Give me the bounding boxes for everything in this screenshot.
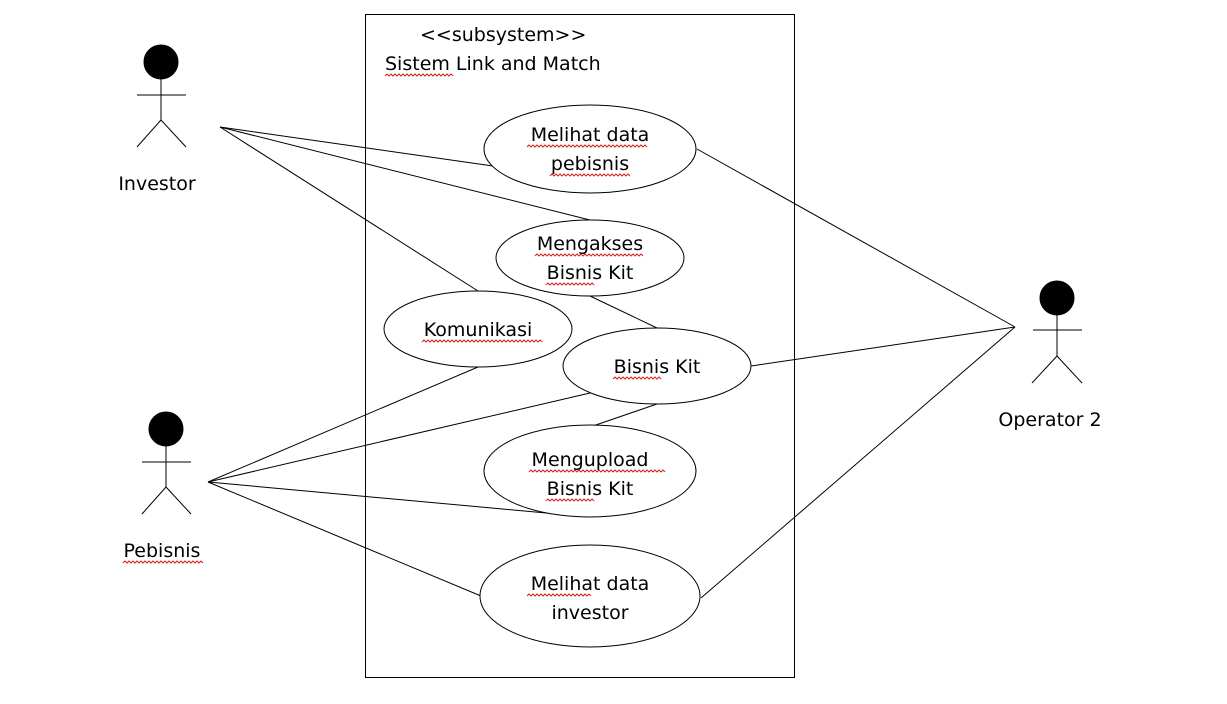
spellcheck-underline — [122, 560, 204, 564]
actor-label-pebisnis: Pebisnis — [124, 540, 201, 562]
subsystem-title: Sistem Link and Match — [385, 53, 601, 75]
associations — [207, 126, 1016, 599]
spellcheck-underline — [534, 253, 644, 257]
use-case-label-line-1: Melihat data — [531, 124, 650, 146]
association-investor-komunikasi — [219, 126, 479, 292]
spellcheck-underline — [384, 73, 454, 77]
use-case-melihat-data-investor: Melihat data investor — [479, 544, 701, 648]
association-pebisnis-melihat-data-investor — [207, 481, 482, 597]
use-case-label-line-2: Bisnis Kit — [547, 262, 634, 284]
association-pebisnis-mengupload-bisnis-kit — [207, 481, 591, 518]
use-case-komunikasi: Komunikasi — [383, 290, 573, 368]
spellcheck-underline — [612, 376, 662, 380]
actor-investor — [136, 44, 187, 148]
association-bisnis-kit-mengupload-bisnis-kit — [589, 403, 658, 428]
association-investor-melihat-data-pebisnis — [219, 126, 494, 167]
actor-head — [143, 44, 179, 80]
spellcheck-underline — [545, 498, 595, 502]
use-case-melihat-data-pebisnis: Melihat data pebisnis — [483, 104, 697, 194]
actor-operator-2 — [1031, 280, 1083, 384]
use-case-mengakses-bisnis-kit: Mengakses Bisnis Kit — [495, 219, 685, 297]
use-case-label: Komunikasi — [424, 319, 533, 341]
association-pebisnis-komunikasi — [207, 366, 479, 483]
use-case-label-line-2: pebisnis — [551, 153, 629, 175]
actor-label-investor: Investor — [118, 173, 196, 195]
spellcheck-underline — [526, 593, 592, 597]
actor-head — [1039, 280, 1075, 316]
use-case-mengupload-bisnis-kit: Mengupload Bisnis Kit — [483, 424, 697, 518]
use-case-label-line-2: Bisnis Kit — [547, 478, 634, 500]
spellcheck-underline — [528, 469, 666, 473]
association-mengakses-bisnis-kit-bisnis-kit — [589, 295, 658, 329]
spellcheck-underline — [421, 339, 543, 343]
actor-head — [148, 411, 184, 447]
use-case-bisnis-kit: Bisnis Kit — [562, 327, 752, 405]
association-investor-mengakses-bisnis-kit — [219, 126, 591, 221]
association-pebisnis-bisnis-kit — [207, 392, 591, 483]
subsystem-stereotype: <<subsystem>> — [420, 24, 586, 46]
use-case-label-line-1: Melihat data — [531, 573, 650, 595]
spellcheck-underline — [526, 144, 648, 148]
use-case-label: Bisnis Kit — [614, 356, 701, 378]
subsystem-boundary: <<subsystem>> Sistem Link and Match — [365, 14, 795, 678]
use-case-label-line-2: investor — [551, 602, 628, 624]
actor-pebisnis — [141, 411, 192, 515]
actor-label-operator-2: Operator 2 — [998, 409, 1101, 431]
association-operator-melihat-data-pebisnis — [696, 148, 1016, 328]
use-case-label-line-1: Mengakses — [537, 233, 643, 255]
spellcheck-underline — [549, 173, 631, 177]
use-case-label-line-1: Mengupload — [532, 449, 649, 471]
association-operator-melihat-data-investor — [700, 326, 1016, 599]
spellcheck-underline — [545, 282, 595, 286]
association-operator-bisnis-kit — [750, 326, 1016, 367]
